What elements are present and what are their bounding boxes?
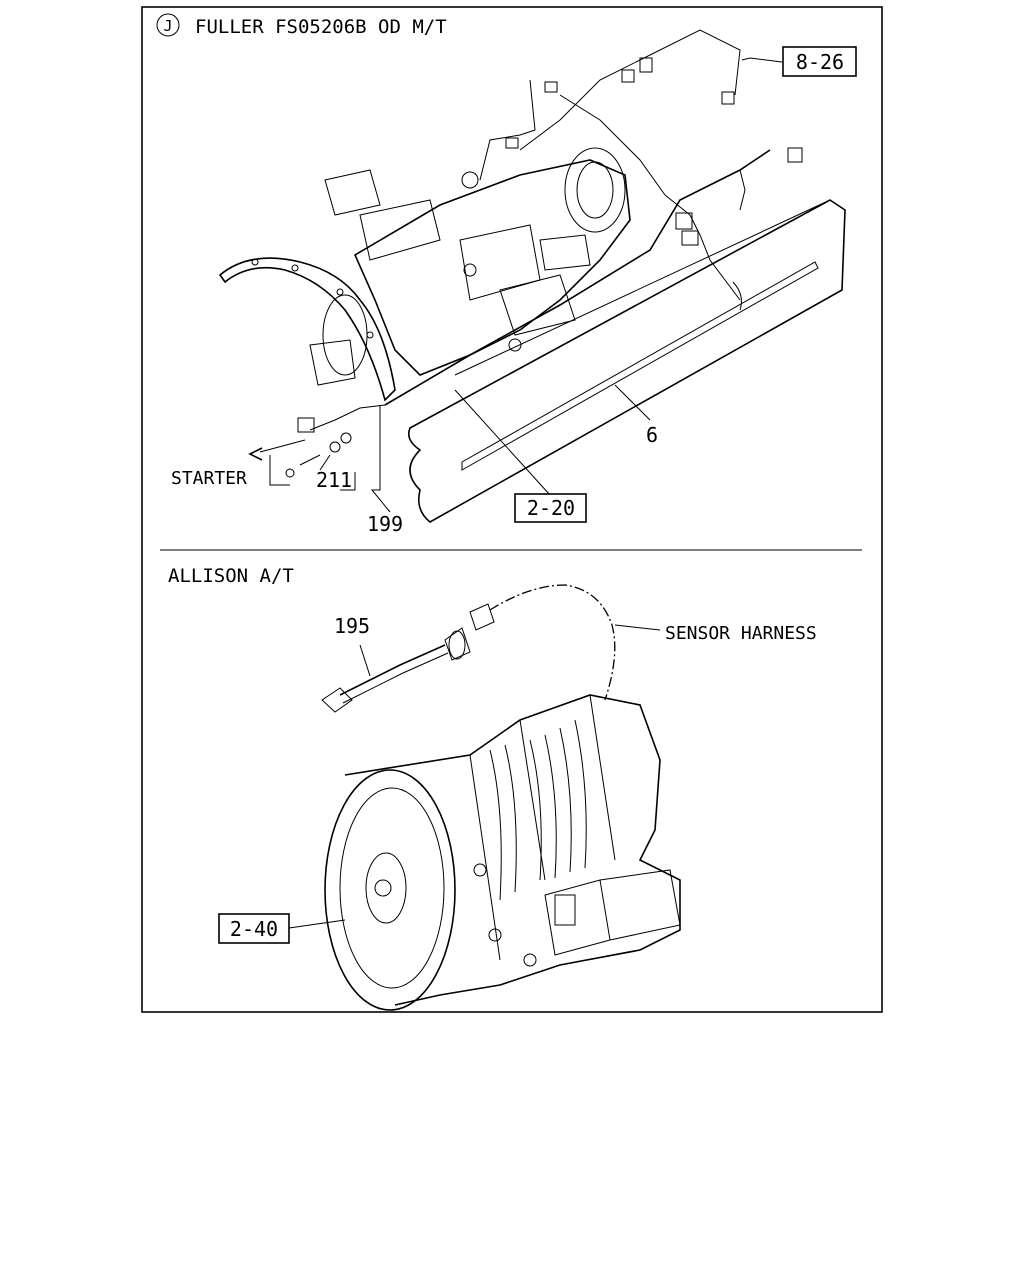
part-number-195: 195 — [334, 614, 370, 638]
ref-box-2-40 — [218, 913, 290, 944]
ref-2-20: 2-20 — [527, 496, 575, 520]
leader-8-26 — [741, 57, 783, 63]
bracket-211 — [340, 472, 356, 491]
leader-2-40 — [288, 919, 346, 929]
leader-199 — [370, 405, 391, 513]
leader-6 — [614, 384, 651, 421]
part-number-6: 6 — [646, 423, 658, 447]
wiring-harness-illustration — [384, 29, 803, 406]
frame-rail-illustration — [407, 199, 846, 523]
leader-211 — [319, 454, 331, 471]
ref-2-40: 2-40 — [230, 917, 278, 941]
sensor-harness-cable — [489, 584, 616, 701]
starter-label: STARTER — [171, 468, 247, 489]
part-number-211: 211 — [316, 468, 352, 492]
section-title-manual: FULLER FS05206B OD M/T — [195, 16, 447, 38]
section-title-automatic: ALLISON A/T — [168, 565, 294, 587]
ref-8-26: 8-26 — [796, 50, 844, 74]
transmission-body-illustration — [324, 147, 631, 376]
ref-box-2-20 — [514, 493, 587, 523]
diagram-frame — [141, 6, 883, 1013]
sensor-harness-label: SENSOR HARNESS — [665, 623, 817, 644]
section-badge: J — [163, 17, 172, 35]
automatic-transmission-illustration — [324, 694, 681, 1011]
section-badge-circle — [156, 13, 180, 37]
bell-housing-illustration — [218, 257, 396, 402]
section-manual-transmission: J FULLER FS05206B OD M/T — [156, 13, 857, 536]
leader-2-20 — [454, 389, 551, 496]
leader-sensor-harness — [614, 624, 661, 631]
ref-box-8-26 — [782, 46, 857, 77]
section-automatic-transmission: ALLISON A/T — [168, 565, 817, 1011]
part-number-199: 199 — [367, 512, 403, 536]
sensor-195-illustration — [321, 603, 495, 713]
starter-connector-illustration — [248, 404, 386, 486]
